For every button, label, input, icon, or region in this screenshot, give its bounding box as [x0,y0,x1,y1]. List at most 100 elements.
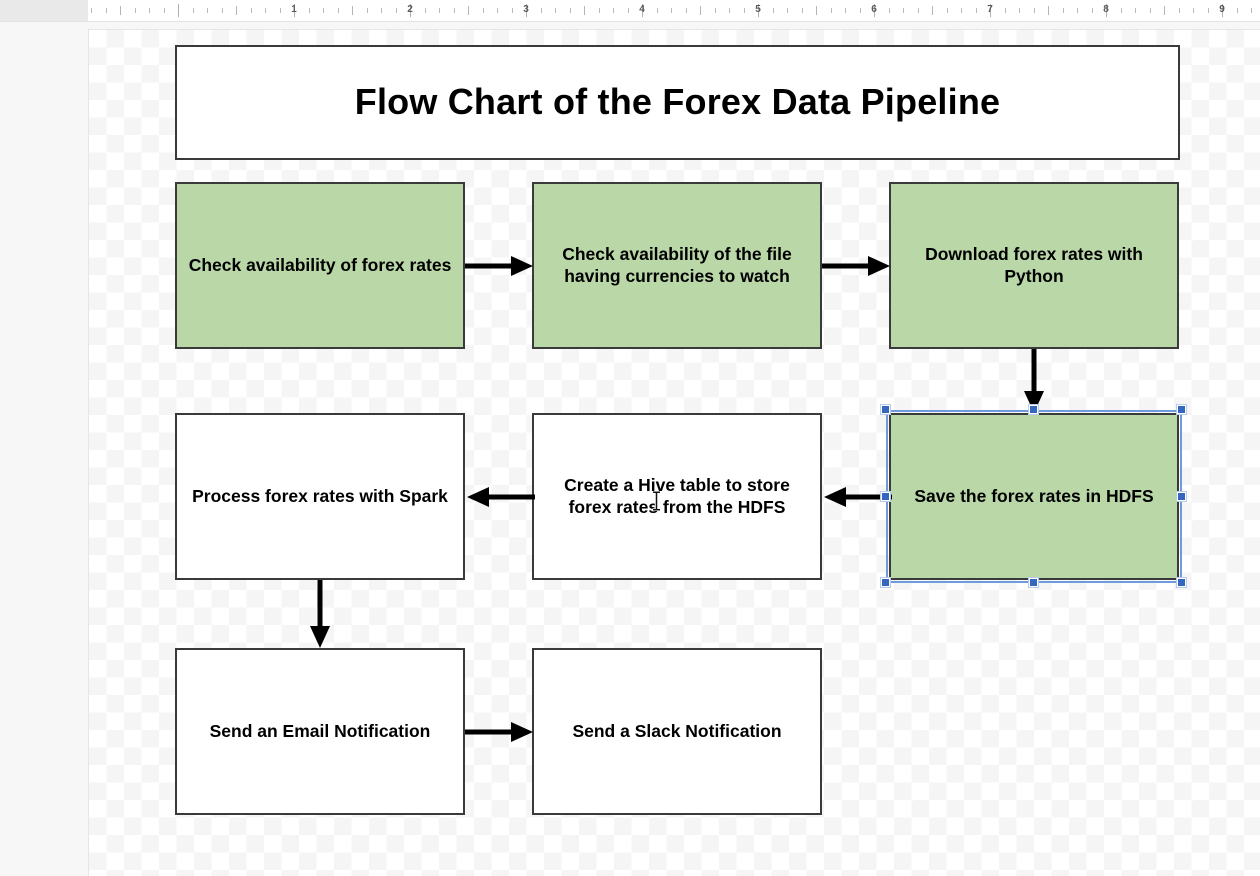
node-label: Download forex rates with Python [925,243,1143,286]
ruler-tick-minor [772,8,774,13]
node-check-availability-forex-rates[interactable]: Check availability of forex rates [175,182,465,349]
node-diagram-title[interactable]: Flow Chart of the Forex Data Pipeline [175,45,1180,160]
node-download-forex-rates-python[interactable]: Download forex rates with Python [889,182,1179,349]
node-label: Send an Email Notification [209,720,431,741]
ruler-tick-minor [816,6,817,15]
node-label: Check availability of the file having cu… [562,243,792,286]
selection-handle-bottom-left[interactable] [881,578,890,587]
ruler-tick-minor [569,8,571,13]
ruler-tick-minor [1149,8,1151,13]
node-send-email-notification[interactable]: Send an Email Notification [175,648,465,815]
node-create-hive-table[interactable]: Create a Hive table to store forex rates… [532,413,822,580]
ruler-tick-major [990,4,991,17]
ruler-tick-minor [424,8,426,13]
ruler-tick-minor [134,8,136,13]
ruler-number: 3 [523,4,529,15]
ruler-tick-minor [250,8,252,13]
ruler-tick-minor [279,8,281,13]
ruler-tick-minor [540,8,542,13]
ruler-number: 2 [407,4,413,15]
ruler-tick-minor [308,8,310,13]
ruler-tick-minor [352,6,353,15]
node-check-availability-currency-file[interactable]: Check availability of the file having cu… [532,182,822,349]
ruler-tick-minor [1062,8,1064,13]
node-label: Process forex rates with Spark [192,485,448,506]
ruler-tick-minor [903,8,904,13]
ruler-tick-minor [366,8,368,13]
node-label: Check availability of forex rates [188,254,452,275]
selection-handle-top-right[interactable] [1177,405,1186,414]
selection-handle-middle-right[interactable] [1177,492,1186,501]
ruler-tick-minor [511,8,513,13]
ruler-tick-minor [1120,8,1122,13]
ruler-tick-minor [482,8,484,13]
ruler-tick-minor [656,8,658,13]
ruler-tick-minor [598,8,600,13]
connector-arrow-down-2 [308,580,332,650]
ruler-tick-minor [337,8,339,13]
ruler-tick-minor [729,8,730,13]
ruler-tick-major [526,4,527,17]
selection-handle-top-center[interactable] [1029,405,1038,414]
connector-arrow-right-1 [465,254,535,278]
ruler-tick-minor [1207,8,1209,13]
ruler-tick-minor [555,8,556,13]
ruler-tick-minor [743,8,745,13]
ruler-tick-major [410,4,411,17]
ruler-tick-minor [584,6,585,15]
ruler-tick-major [642,4,643,17]
ruler-tick-major [1106,4,1107,17]
ruler-tick-minor [685,8,687,13]
connector-arrow-left-2 [465,485,535,509]
ruler-tick-minor [859,8,861,13]
ruler-tick-minor [163,8,165,13]
ruler-tick-minor [323,8,324,13]
ruler-tick-minor [192,8,194,13]
ruler-tick-minor [613,8,614,13]
node-label: Send a Slack Notification [572,720,782,741]
selection-handle-top-left[interactable] [881,405,890,414]
ruler-tick-minor [1236,8,1238,13]
ruler-tick-minor [1091,8,1093,13]
ruler-tick-minor [1019,8,1020,13]
ruler-tick-minor [468,6,469,15]
selection-handle-middle-left[interactable] [881,492,890,501]
ruler-tick-minor [700,6,701,15]
node-send-slack-notification[interactable]: Send a Slack Notification [532,648,822,815]
ruler-tick-major [1222,4,1223,17]
ruler-tick-major [758,4,759,17]
ruler-tick-minor [91,8,92,13]
ruler-tick-minor [627,8,629,13]
ruler-number: 6 [871,4,877,15]
node-label: Save the forex rates in HDFS [914,485,1154,506]
ruler-tick-major [294,4,295,17]
ruler-tick-minor [830,8,832,13]
selection-handle-bottom-center[interactable] [1029,578,1038,587]
ruler-tick-minor [221,8,223,13]
ruler-tick-minor [395,8,397,13]
ruler-tick-minor [105,8,107,13]
ruler-tick-minor [845,8,846,13]
ruler-number: 5 [755,4,761,15]
node-label: Create a Hive table to store forex rates… [564,474,790,517]
ruler-tick-minor [714,8,716,13]
ruler-tick-minor [975,8,977,13]
drawing-canvas[interactable]: Flow Chart of the Forex Data Pipeline Ch… [88,29,1260,876]
ruler-gutter [0,0,88,21]
ruler-tick-minor [453,8,455,13]
ruler-tick-minor [1077,8,1078,13]
node-save-forex-rates-hdfs[interactable]: Save the forex rates in HDFS [889,413,1179,580]
ruler-tick-minor [120,6,121,15]
ruler-tick-minor [946,8,948,13]
ruler-tick-minor [207,8,208,13]
node-process-forex-rates-spark[interactable]: Process forex rates with Spark [175,413,465,580]
connector-arrow-right-3 [465,720,535,744]
selection-handle-bottom-right[interactable] [1177,578,1186,587]
ruler-number: 1 [291,4,297,15]
ruler-tick-minor [787,8,788,13]
ruler-number: 9 [1219,4,1225,15]
ruler-number: 8 [1103,4,1109,15]
ruler-tick-minor [1251,8,1252,13]
